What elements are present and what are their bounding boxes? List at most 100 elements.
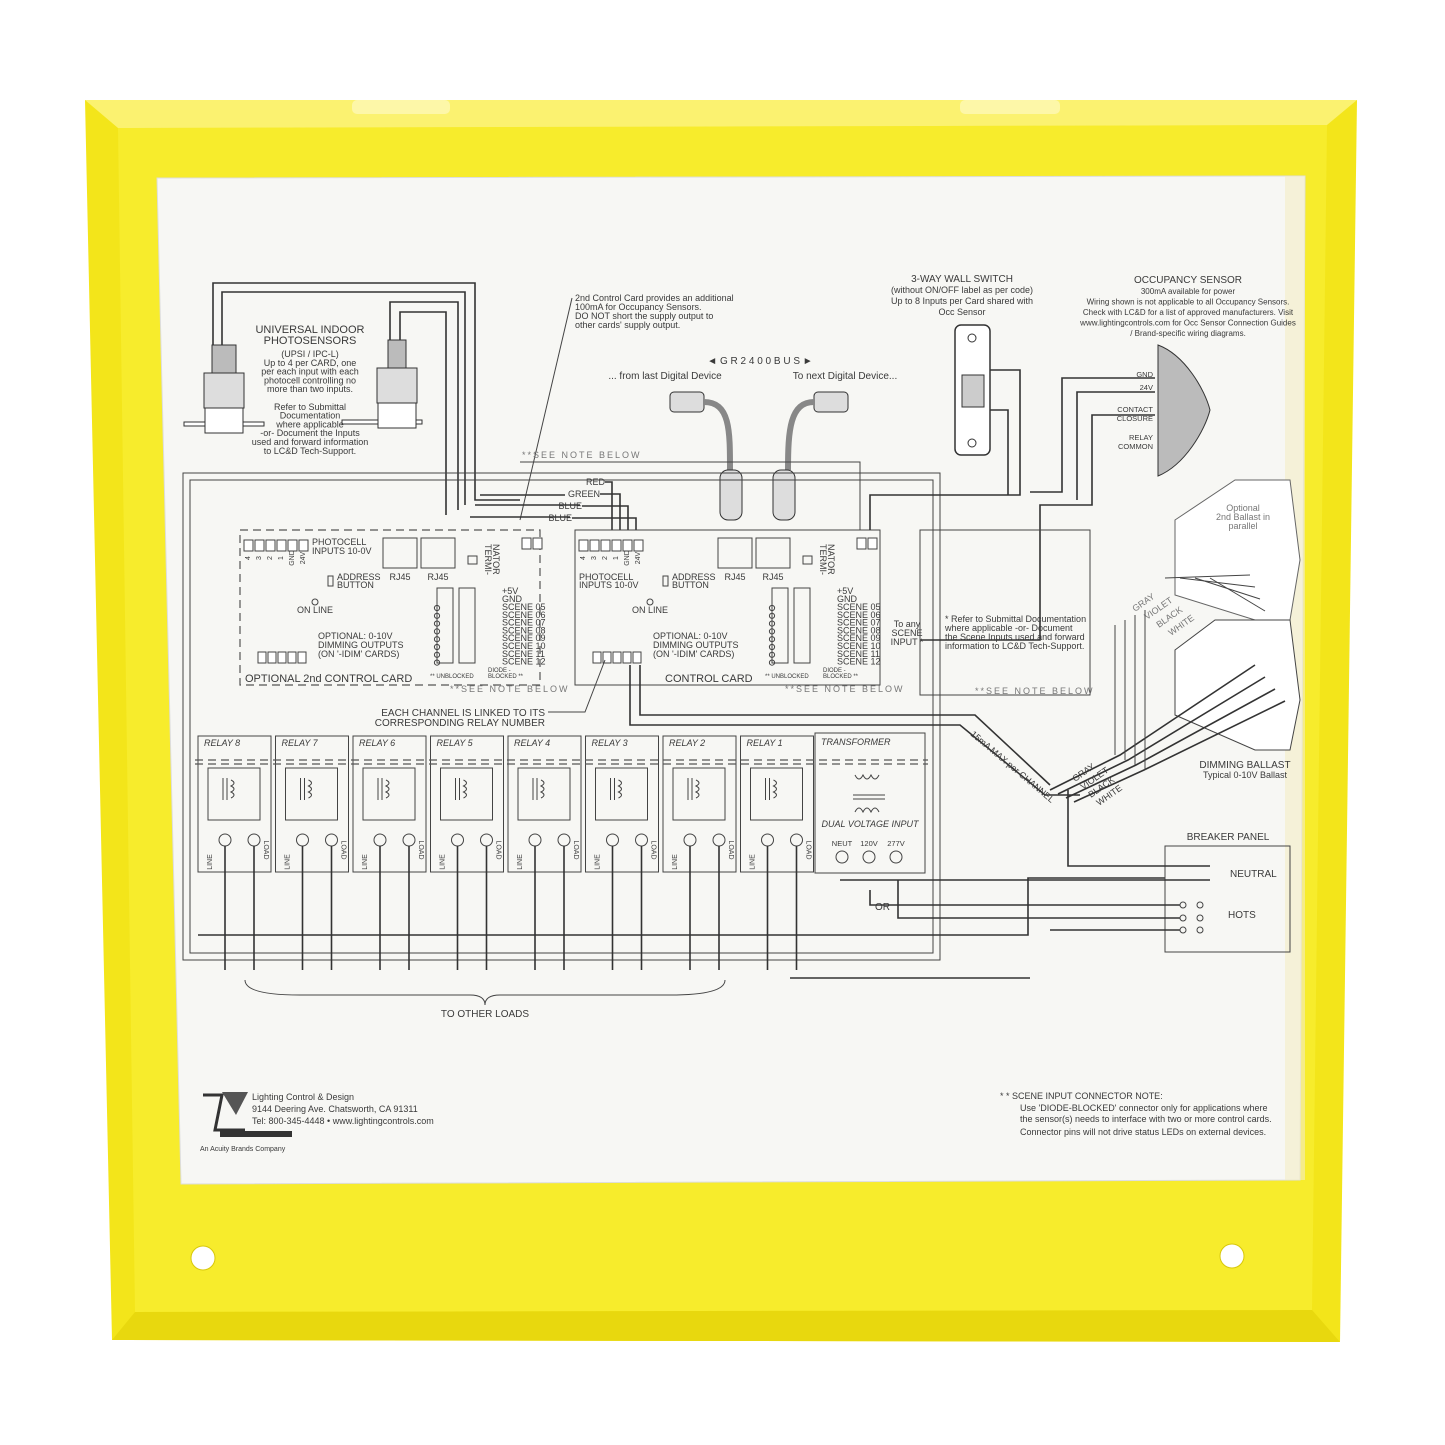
occupancy-terminal-label: RELAY bbox=[1129, 433, 1153, 442]
transformer-screw-terminal[interactable] bbox=[889, 850, 903, 864]
photocell-terminal[interactable] bbox=[578, 539, 589, 552]
terminator-jumper[interactable] bbox=[802, 555, 813, 565]
dim-terminal[interactable] bbox=[287, 651, 297, 664]
rj45-port[interactable] bbox=[382, 537, 418, 569]
rj45-cable-out[interactable] bbox=[772, 391, 849, 521]
dim-terminal[interactable] bbox=[602, 651, 612, 664]
unblocked-connector[interactable] bbox=[436, 587, 454, 664]
photosensor-note: to LC&D Tech-Support. bbox=[264, 446, 356, 456]
wire-color-label: BLUE bbox=[548, 513, 572, 523]
dim-terminal[interactable] bbox=[622, 651, 632, 664]
transformer-screw-terminal[interactable] bbox=[835, 850, 849, 864]
scene-label: SCENE 10 bbox=[837, 641, 881, 651]
pin-label: 1 bbox=[278, 556, 285, 560]
terminator-jumper[interactable] bbox=[467, 555, 478, 565]
scene-led bbox=[433, 643, 441, 651]
photocell-terminal[interactable] bbox=[589, 539, 600, 552]
relay-coil-icon bbox=[440, 767, 493, 821]
relay-label: RELAY 4 bbox=[514, 738, 550, 748]
rj45-port[interactable] bbox=[717, 537, 753, 569]
photocell-terminal[interactable] bbox=[600, 539, 611, 552]
pin-label: 3 bbox=[591, 556, 598, 560]
photocell-terminal[interactable] bbox=[276, 539, 287, 552]
scene-led bbox=[433, 636, 441, 643]
dim-terminal[interactable] bbox=[297, 651, 307, 664]
photocell-terminal[interactable] bbox=[254, 539, 265, 552]
photocell-terminal[interactable] bbox=[298, 539, 309, 552]
online-led bbox=[311, 598, 319, 606]
photocell-terminal[interactable] bbox=[287, 539, 298, 552]
dim-terminal[interactable] bbox=[267, 651, 277, 664]
rj45-port[interactable] bbox=[420, 537, 456, 569]
breaker-wiring bbox=[840, 790, 1210, 934]
card-name: OPTIONAL 2nd CONTROL CARD bbox=[245, 673, 412, 685]
pin-label: GND bbox=[289, 550, 296, 566]
photocell-label: PHOTOCELL bbox=[312, 537, 366, 547]
rj45-cable-in[interactable] bbox=[669, 391, 743, 521]
rj45-label: RJ45 bbox=[762, 572, 783, 582]
photocell-terminal[interactable] bbox=[622, 539, 633, 552]
occupancy-note: Check with LC&D for a list of approved m… bbox=[1083, 308, 1294, 317]
power-terminal[interactable] bbox=[867, 537, 878, 550]
dim-terminal[interactable] bbox=[592, 651, 602, 664]
power-terminal[interactable] bbox=[521, 537, 532, 550]
power-terminal[interactable] bbox=[532, 537, 543, 550]
transformer-terminal-label: NEUT bbox=[832, 839, 853, 848]
diode-blocked-connector[interactable] bbox=[458, 587, 476, 664]
address-button[interactable] bbox=[662, 575, 669, 587]
scene-led bbox=[768, 628, 776, 635]
rj45-port[interactable] bbox=[755, 537, 791, 569]
online-led bbox=[646, 598, 654, 606]
switch-note: Up to 8 Inputs per Card shared with bbox=[891, 296, 1033, 306]
ballast-wire bbox=[1073, 700, 1286, 803]
photocell-terminal[interactable] bbox=[633, 539, 644, 552]
diode-blocked-connector[interactable] bbox=[793, 587, 811, 664]
address-label: ADDRESS bbox=[337, 572, 381, 582]
relay-label: RELAY 6 bbox=[359, 738, 395, 748]
photocell-terminal[interactable] bbox=[265, 539, 276, 552]
terminator-label: NATOR bbox=[826, 544, 836, 575]
load-label: LOAD bbox=[727, 840, 734, 859]
breaker-panel-box bbox=[1164, 845, 1291, 953]
relay-label: RELAY 7 bbox=[282, 738, 319, 748]
scene-led bbox=[768, 636, 776, 643]
scene-led bbox=[433, 620, 441, 627]
unblocked-connector[interactable] bbox=[771, 587, 789, 664]
control-card-note-line: 2nd Control Card provides an additional bbox=[575, 293, 734, 303]
diode-label: BLOCKED ** bbox=[488, 674, 524, 680]
mounting-hole-right bbox=[1219, 1243, 1245, 1269]
address-button[interactable] bbox=[327, 575, 334, 587]
dim-terminal[interactable] bbox=[612, 651, 622, 664]
wire-color-label: BLUE bbox=[558, 501, 582, 511]
transformer-terminal-label: 120V bbox=[860, 839, 878, 848]
photosensor-note: photocell controlling no bbox=[264, 375, 356, 385]
photocell-terminal[interactable] bbox=[243, 539, 254, 552]
wire bbox=[470, 494, 580, 518]
relay-coil-icon bbox=[285, 767, 338, 821]
scene-label: SCENE 08 bbox=[837, 625, 881, 635]
transformer-screw-terminal[interactable] bbox=[862, 850, 876, 864]
three-way-switch-icon[interactable] bbox=[954, 324, 991, 456]
photosensor-note: Up to 4 per CARD, one bbox=[264, 358, 357, 368]
dim-terminal[interactable] bbox=[257, 651, 267, 664]
relay-label: RELAY 1 bbox=[747, 738, 783, 748]
dim-terminal[interactable] bbox=[632, 651, 642, 664]
transformer-symbol bbox=[853, 773, 885, 814]
photocell-terminal[interactable] bbox=[611, 539, 622, 552]
scene-input-note-line: the Scene Inputs used and forward bbox=[945, 632, 1085, 642]
power-terminal[interactable] bbox=[856, 537, 867, 550]
dim-label: (ON '-IDIM' CARDS) bbox=[318, 649, 399, 659]
coil-symbol bbox=[610, 778, 622, 800]
scene-label: SCENE 07 bbox=[837, 618, 881, 628]
bus-from-label: ... from last Digital Device bbox=[608, 371, 722, 382]
occupancy-note: / Brand-specific wiring diagrams. bbox=[1130, 329, 1246, 338]
dim-terminal[interactable] bbox=[277, 651, 287, 664]
pin-label: 2 bbox=[267, 556, 274, 560]
relay-box bbox=[662, 735, 737, 873]
scene-input-label: To any bbox=[894, 619, 921, 629]
control-card-note-line: other cards' supply output. bbox=[575, 320, 680, 330]
switch-title: 3-WAY WALL SWITCH bbox=[911, 274, 1013, 285]
company-tagline: An Acuity Brands Company bbox=[200, 1146, 286, 1153]
supply-label: GND bbox=[837, 594, 858, 604]
see-note-right: **SEE NOTE BELOW bbox=[975, 686, 1095, 696]
